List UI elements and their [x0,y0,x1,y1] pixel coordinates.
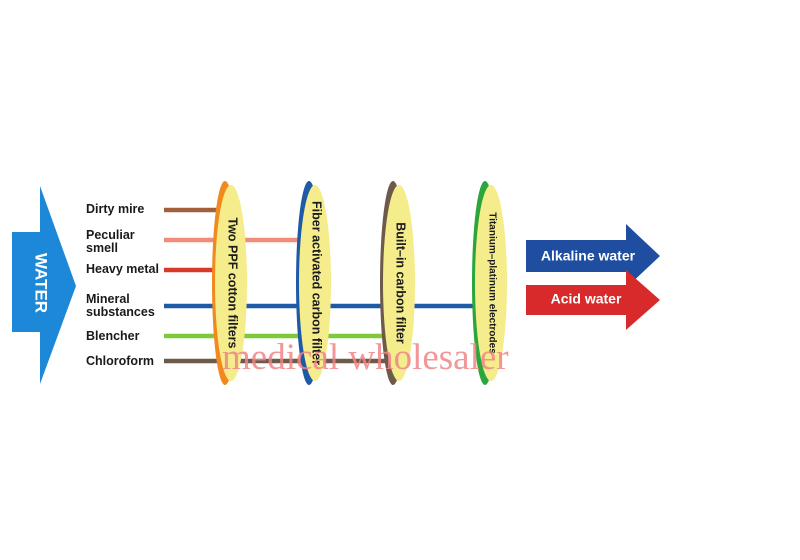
label-peculiar-smell: Peculiar smell [86,228,135,255]
label-blencher: Blencher [86,329,140,343]
acid-water-label: Acid water [551,291,622,307]
acid-arrow-shape [526,270,660,330]
filter-builtin-label: Built–in carbon filter [394,222,408,344]
filter-built-in-carbon: Built–in carbon filter [380,181,415,385]
filter-titanium-electrodes: Titanium–platinum electrodes [472,181,507,385]
filter-ppf-label: Two PPF cotton filters [226,217,240,348]
filter-fiber-carbon: Fiber activated carbon filter [296,181,331,385]
filter-ppf-face [215,185,247,381]
alkaline-water-arrow: Alkaline water [526,224,660,288]
filter-fiber-label: Fiber activated carbon filter [310,201,324,365]
water-arrow-shape [12,186,76,384]
acid-water-arrow: Acid water [526,270,660,330]
label-chloroform: Chloroform [86,354,155,368]
water-input-arrow: WATER [12,186,76,384]
label-dirty-mire: Dirty mire [86,202,145,216]
filter-builtin-face [383,185,415,381]
water-label: WATER [32,253,51,313]
filter-fiber-face [299,185,331,381]
label-mineral-substances: Mineral substances [86,292,155,319]
label-heavy-metal: Heavy metal [86,262,159,276]
alkaline-water-label: Alkaline water [541,248,636,264]
filter-titanium-face [475,185,507,381]
filter-ppf-cotton: Two PPF cotton filters [212,181,247,385]
filter-titanium-label: Titanium–platinum electrodes [486,212,497,354]
